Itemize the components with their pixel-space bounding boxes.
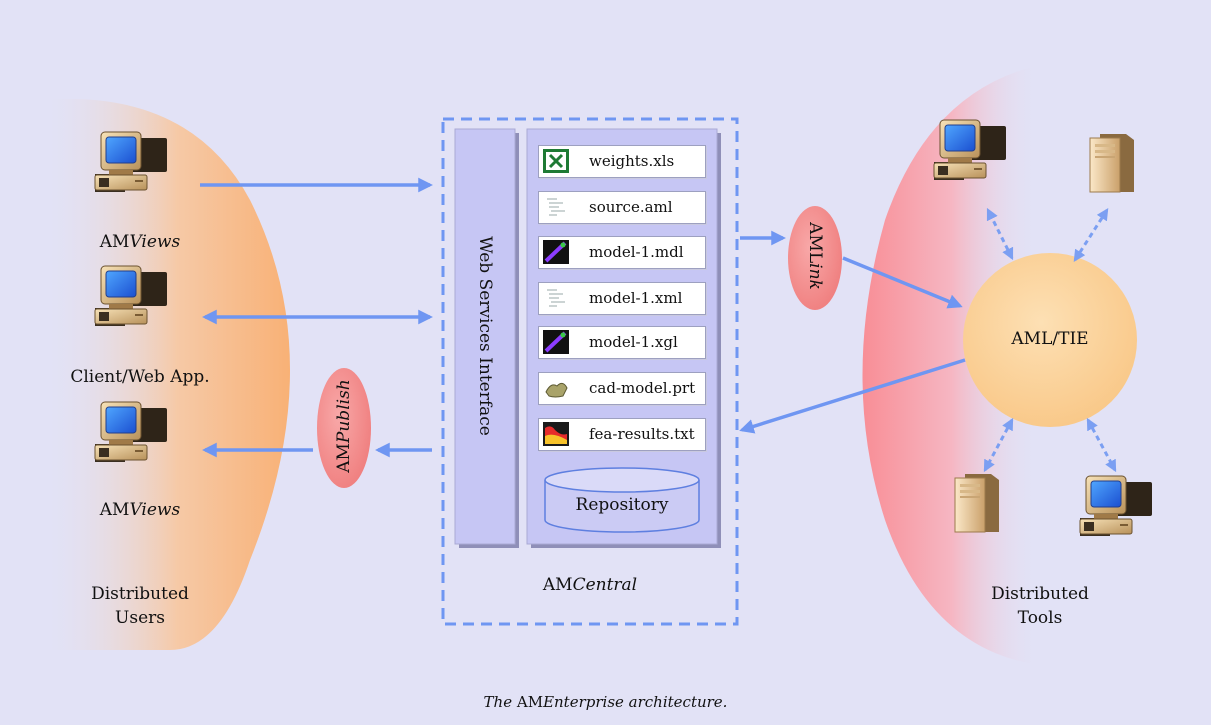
server-tower-icon xyxy=(1089,133,1135,193)
fea-plot-icon xyxy=(543,422,569,446)
hub-label: AML/TIE xyxy=(1011,329,1089,349)
file-item: fea-results.txt xyxy=(538,418,706,451)
file-item: cad-model.prt xyxy=(538,372,706,405)
file-name: model-1.mdl xyxy=(589,243,684,261)
text-document-icon xyxy=(543,195,569,219)
users-group-label: Distributed Users xyxy=(70,582,210,630)
file-name: weights.xls xyxy=(589,152,675,170)
file-item: model-1.xml xyxy=(538,282,706,315)
client-label-top: AMViews xyxy=(99,232,181,252)
repository-label: Repository xyxy=(575,495,669,515)
file-name: fea-results.txt xyxy=(589,425,695,443)
arrow-link-to-hub xyxy=(842,256,963,309)
client-label-bottom: AMViews xyxy=(99,500,181,520)
figure-caption: The AMEnterprise architecture. xyxy=(483,693,728,711)
users-region-shape xyxy=(40,98,290,651)
file-item: source.aml xyxy=(538,191,706,224)
tools-group-line1: Distributed xyxy=(991,584,1089,604)
file-name: cad-model.prt xyxy=(589,379,696,397)
web-services-label: Web Services Interface xyxy=(475,236,495,436)
arrow-hub-to-central xyxy=(739,358,966,434)
central-container xyxy=(441,117,739,626)
repository-cylinder xyxy=(544,467,700,533)
computer-icon xyxy=(1079,475,1153,537)
web-services-panel xyxy=(454,128,516,545)
file-item: weights.xls xyxy=(538,145,706,178)
central-label: AMCentral xyxy=(542,575,638,595)
users-group-line1: Distributed xyxy=(91,584,189,604)
ampublish-label: AMPublish xyxy=(334,379,354,473)
model-render-icon xyxy=(543,330,569,354)
cad-part-icon xyxy=(543,376,569,400)
tools-group-label: Distributed Tools xyxy=(970,582,1110,630)
client-label-middle: Client/Web App. xyxy=(70,367,210,387)
file-name: source.aml xyxy=(589,198,673,216)
excel-icon xyxy=(543,149,569,173)
tools-group-line2: Tools xyxy=(1017,608,1063,628)
link-hub-tool-3 xyxy=(983,417,1014,473)
link-hub-tool-2 xyxy=(1073,207,1109,263)
amlink-pill xyxy=(788,206,842,310)
server-tower-icon xyxy=(954,473,1000,533)
users-group-line2: Users xyxy=(115,608,165,628)
file-item: model-1.xgl xyxy=(538,326,706,359)
link-hub-tool-4 xyxy=(1086,417,1117,473)
file-item: model-1.mdl xyxy=(538,236,706,269)
aml-tie-hub xyxy=(963,253,1137,427)
file-name: model-1.xml xyxy=(589,289,683,307)
file-name: model-1.xgl xyxy=(589,333,678,351)
amlink-label: AMLink xyxy=(805,222,825,290)
text-document-icon xyxy=(543,286,569,310)
ampublish-pill xyxy=(317,368,371,488)
model-render-icon xyxy=(543,240,569,264)
